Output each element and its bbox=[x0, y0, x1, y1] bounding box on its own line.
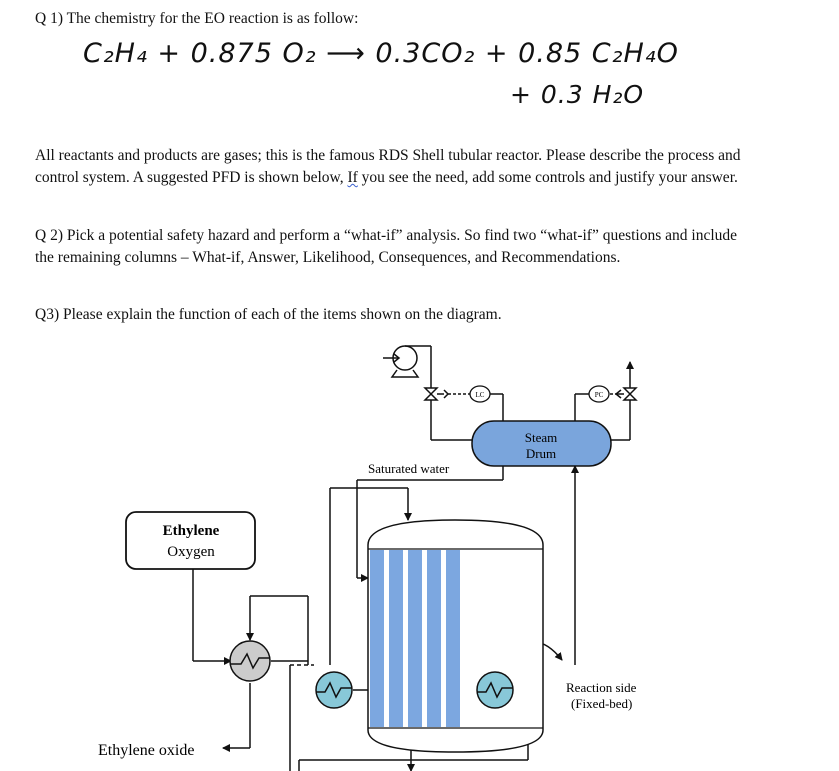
feed-effluent-exchanger-icon bbox=[229, 640, 271, 682]
reaction-side-label-line1: Reaction side bbox=[566, 680, 637, 695]
question-2-text: Q 2) Pick a potential safety hazard and … bbox=[35, 227, 738, 266]
reaction-equation-line2: + 0.3 H₂O bbox=[510, 80, 645, 109]
ethylene-oxide-label: Ethylene oxide bbox=[98, 742, 194, 759]
spellcheck-word: If bbox=[347, 169, 358, 186]
paragraph-text-part1: All reactants and products are gases; th… bbox=[35, 147, 741, 186]
pump-icon bbox=[383, 345, 431, 378]
steam-drum bbox=[471, 420, 612, 467]
pressure-controller-label: PC bbox=[595, 391, 604, 399]
question-1-paragraph: All reactants and products are gases; th… bbox=[35, 145, 755, 189]
reaction-equation-line1: C₂H₄ + 0.875 O₂ ⟶ 0.3CO₂ + 0.85 C₂H₄O bbox=[83, 38, 679, 69]
level-control-valve-icon bbox=[423, 387, 450, 401]
steam-drum-label-line1: Steam bbox=[525, 430, 558, 445]
feed-label-ethylene: Ethylene bbox=[163, 523, 220, 539]
right-heat-exchanger-icon bbox=[476, 671, 514, 709]
reaction-side-label-line2: (Fixed-bed) bbox=[571, 696, 632, 711]
question-3-text: Q3) Please explain the function of each … bbox=[35, 306, 502, 323]
paragraph-text-part2: you see the need, add some controls and … bbox=[357, 169, 738, 186]
pressure-control-valve-icon bbox=[614, 387, 638, 401]
pressure-controller-bubble bbox=[588, 385, 610, 403]
tubular-reactor bbox=[367, 519, 544, 753]
steam-drum-label-line2: Drum bbox=[526, 446, 556, 461]
left-heat-exchanger-icon bbox=[315, 671, 353, 709]
feed-box bbox=[125, 511, 256, 570]
saturated-water-label: Saturated water bbox=[368, 461, 450, 476]
question-1-heading: Q 1) The chemistry for the EO reaction i… bbox=[35, 10, 359, 27]
level-controller-label: LC bbox=[476, 391, 485, 399]
feed-label-oxygen: Oxygen bbox=[167, 544, 215, 560]
level-controller-bubble bbox=[469, 385, 491, 403]
